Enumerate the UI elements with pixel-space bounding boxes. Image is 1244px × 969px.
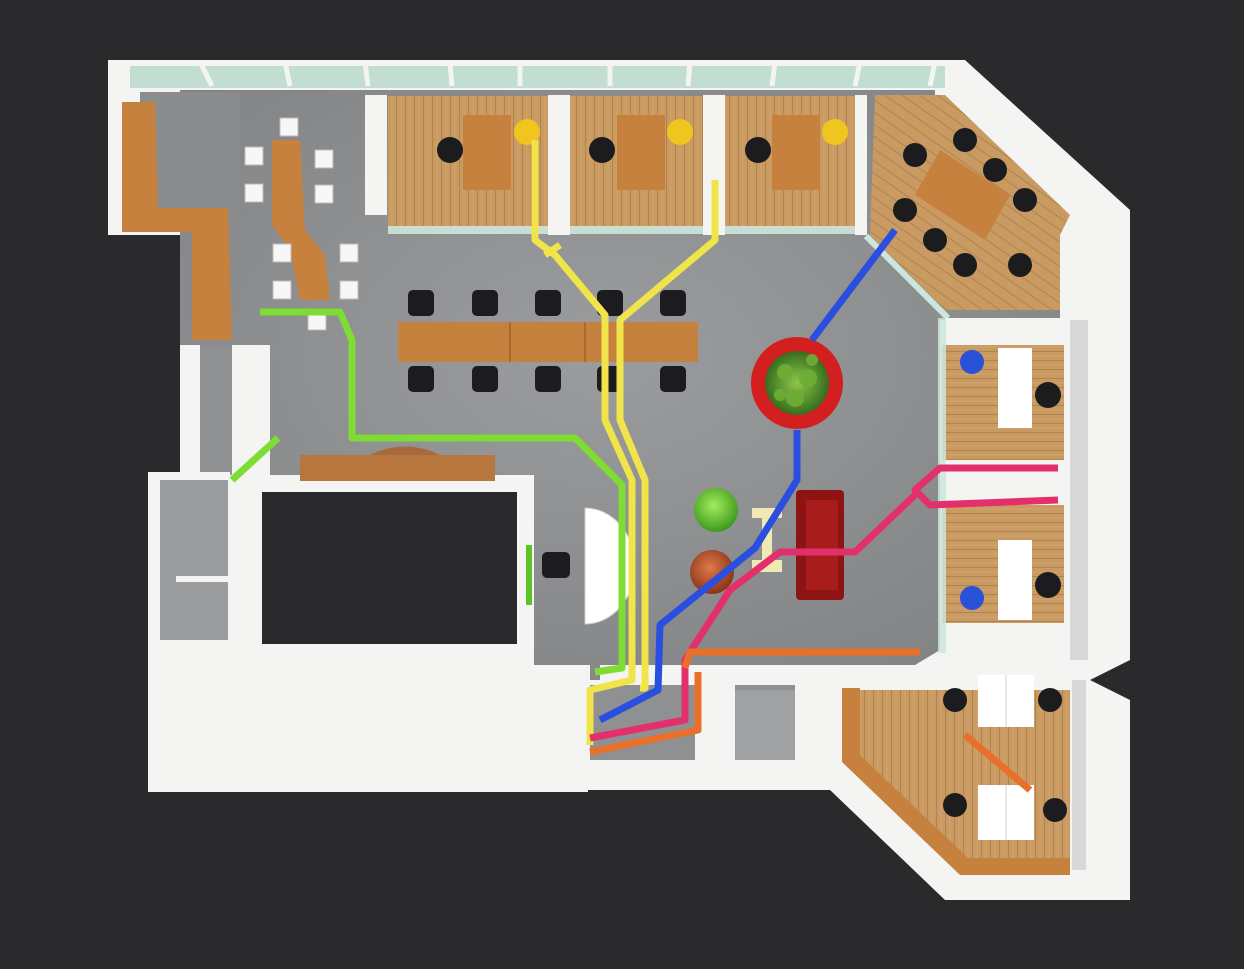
south-wall: [695, 680, 735, 770]
route-blue: [598, 430, 801, 724]
accent-chair-yellow: [667, 119, 693, 145]
route-yellow: [543, 242, 562, 258]
filing-area: [122, 102, 359, 340]
core: [148, 345, 636, 665]
bench-desk: [398, 290, 698, 392]
orange-armchair: [690, 550, 734, 594]
filing-worktop: [272, 140, 330, 300]
east-offices: [938, 316, 1130, 660]
pillar: [180, 345, 200, 475]
se-fins: [1095, 733, 1125, 817]
lounge: [690, 337, 844, 600]
south-east-worktop: [842, 688, 1070, 875]
bench-chairs: [408, 290, 686, 392]
desk: [772, 115, 820, 190]
curved-reception-top: [370, 446, 440, 455]
core-void: [262, 492, 517, 644]
accent-chair-yellow: [822, 119, 848, 145]
east-wall: [945, 623, 1085, 653]
office-wall-3: [703, 95, 725, 235]
south-walls: [530, 665, 840, 778]
window-mullions: [197, 60, 938, 88]
route-green: [260, 308, 626, 676]
office-chair: [745, 137, 771, 163]
office-chair: [1035, 382, 1061, 408]
accent-chair-blue: [960, 350, 984, 374]
south-wall-strip: [148, 762, 588, 792]
south-east-office: [842, 675, 1125, 875]
left-alcove-floor: [160, 480, 230, 640]
office-wall-2: [548, 95, 570, 235]
reception-counter: [300, 455, 495, 481]
north-glazing: [130, 60, 945, 88]
filing-stools: [244, 117, 359, 331]
reception-chair: [542, 552, 570, 578]
wayfinding-routes: [229, 140, 1059, 793]
meeting-room: [863, 95, 1070, 321]
se-exterior-glass: [1072, 680, 1086, 870]
green-armchair: [694, 488, 738, 532]
east-exterior-glass: [1070, 320, 1088, 660]
office-front-glazing: [388, 226, 860, 234]
south-wall: [795, 685, 840, 770]
north-private-offices: [365, 95, 867, 235]
side-table: [752, 508, 782, 572]
office-chair: [437, 137, 463, 163]
route-yellow: [531, 140, 636, 745]
route-pink: [589, 492, 918, 742]
tree-leaves: [774, 354, 818, 407]
route-blue: [809, 227, 898, 343]
desk: [463, 115, 511, 190]
left-alcove-wall: [176, 576, 230, 582]
office-wall-1: [365, 95, 387, 215]
red-sofa-seat: [806, 500, 838, 590]
desk: [617, 115, 665, 190]
meeting-table: [915, 150, 1010, 240]
office-chair: [589, 137, 615, 163]
pillar: [232, 345, 270, 475]
window-band: [130, 66, 945, 88]
east-desk: [998, 348, 1032, 428]
east-desk: [998, 540, 1032, 620]
bench-desk-top: [398, 322, 698, 362]
route-yellow: [616, 180, 719, 692]
south-wall: [530, 665, 590, 705]
left-alcove-wall: [148, 472, 230, 480]
office-chair: [1035, 572, 1061, 598]
built-in-cabinets: [122, 102, 232, 340]
office-wall-4: [855, 95, 867, 235]
route-green: [229, 435, 281, 483]
south-wall: [585, 760, 830, 778]
route-orange: [962, 732, 1033, 793]
reception-green-panel: [526, 545, 532, 605]
route-orange: [681, 648, 920, 670]
se-chairs: [943, 688, 1067, 822]
east-fins: [1095, 316, 1125, 652]
meeting-chairs: [893, 128, 1037, 277]
route-pink: [911, 464, 1059, 509]
accent-chair-blue: [960, 586, 984, 610]
accent-chair-yellow: [514, 119, 540, 145]
east-glazing: [938, 318, 946, 653]
south-store-floor: [735, 690, 795, 765]
route-orange: [589, 672, 702, 756]
